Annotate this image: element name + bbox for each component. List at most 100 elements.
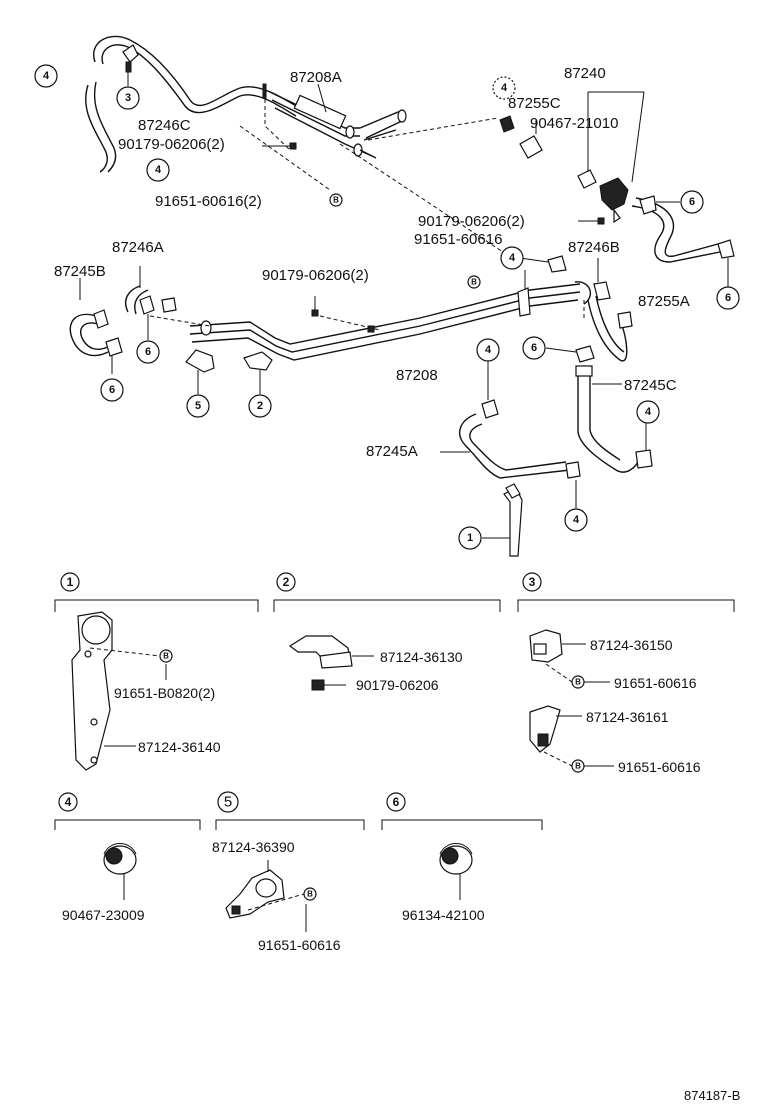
bolt-b-2: B [467, 275, 481, 289]
section-4-num: 4 [58, 792, 78, 812]
callout-6-a: 6 [680, 190, 704, 214]
callout-1-a-ring [458, 526, 482, 550]
section-3-num-ring [522, 572, 542, 592]
callout-2-a: 2 [248, 394, 272, 418]
callout-4-g: 4 [564, 508, 588, 532]
label-87255c: 87255C [508, 95, 561, 112]
bolt-b-4-text: B [575, 678, 581, 687]
callout-6-d-ring [100, 378, 124, 402]
section-3-num-text: 3 [529, 575, 536, 589]
section-2-num-text: 2 [283, 575, 290, 589]
s3-part-1: 87124-36150 [590, 637, 673, 653]
hose-87255c [499, 115, 543, 159]
bolt-b-5-ring [571, 759, 585, 773]
bolt-b-1-text: B [333, 196, 339, 205]
section-5-num: 5 [217, 791, 239, 813]
bolt-b-2-text: B [471, 278, 477, 287]
section-6-num: 6 [386, 792, 406, 812]
label-87208: 87208 [396, 367, 438, 384]
label-90179-06206-2-top: 90179-06206(2) [118, 136, 225, 153]
callout-2-a-text: 2 [257, 400, 263, 412]
s2-part-1: 87124-36130 [380, 649, 463, 665]
bolt-b-3-ring [159, 649, 173, 663]
clamp-5-mid [185, 349, 215, 373]
section5-clamp [225, 869, 285, 919]
bolt-b-5: B [571, 759, 585, 773]
label-87245c: 87245C [624, 377, 677, 394]
callout-6-e-ring [522, 336, 546, 360]
section3-bracket-a [529, 629, 563, 663]
callout-4-b: 4 [146, 158, 170, 182]
bolt-b-4-ring [571, 675, 585, 689]
section4-clamp [103, 843, 137, 900]
s1-part-1: 91651-B0820(2) [114, 685, 215, 701]
section-1-num-text: 1 [67, 575, 74, 589]
callout-6-a-ring [680, 190, 704, 214]
callout-3-a-ring [116, 86, 140, 110]
callout-5-a-text: 5 [195, 400, 201, 412]
bolt-b-6: B [303, 887, 317, 901]
hose-87246a [124, 285, 177, 315]
section-1-num-ring [60, 572, 80, 592]
section-5-num-ring [217, 791, 239, 813]
callout-4-e: 4 [476, 338, 500, 362]
section1-bracket [71, 611, 113, 771]
callout-6-b-text: 6 [725, 292, 731, 304]
bolt-b-1-ring [329, 193, 343, 207]
section-3-num: 3 [522, 572, 542, 592]
s3-part-2: 91651-60616 [614, 675, 697, 691]
section-4-num-ring [58, 792, 78, 812]
hose-87246b [587, 281, 633, 362]
s2-part-2: 90179-06206 [356, 677, 439, 693]
callout-4-f-text: 4 [645, 406, 652, 418]
section-1-num: 1 [60, 572, 80, 592]
bolt-b-1: B [329, 193, 343, 207]
diagram-id: 874187-B [684, 1088, 740, 1103]
s3-part-4: 91651-60616 [618, 759, 701, 775]
label-87245a: 87245A [366, 443, 418, 460]
callout-3-a-text: 3 [125, 92, 131, 104]
hose-87245b [69, 309, 123, 357]
callout-6-c-ring [136, 340, 160, 364]
callout-4-e-ring [476, 338, 500, 362]
hose-87245a [458, 399, 581, 479]
callout-4-a-ring [34, 64, 58, 88]
bolt-b-4: B [571, 675, 585, 689]
section3-bracket-b [529, 705, 561, 753]
hose-87246c [85, 84, 108, 173]
label-87246c: 87246C [138, 117, 191, 134]
callout-4-a-text: 4 [43, 70, 50, 82]
callout-1-a-text: 1 [467, 532, 473, 544]
label-87208a: 87208A [290, 69, 342, 86]
bolt-b-2-ring [467, 275, 481, 289]
callout-4-d-text: 4 [509, 252, 516, 264]
section-4-num-text: 4 [65, 795, 72, 809]
section-2-num: 2 [276, 572, 296, 592]
section-brackets [54, 599, 735, 830]
section-5-num-text: 5 [224, 794, 232, 811]
callout-4-a: 4 [34, 64, 58, 88]
callout-6-d-text: 6 [109, 384, 115, 396]
bolt-b-5-text: B [575, 762, 581, 771]
callout-6-c: 6 [136, 340, 160, 364]
s4-part-1: 90467-23009 [62, 907, 145, 923]
callout-4-b-ring [146, 158, 170, 182]
label-90467-21010: 90467-21010 [530, 115, 618, 132]
callout-6-e: 6 [522, 336, 546, 360]
label-87255a: 87255A [638, 293, 690, 310]
callout-5-a-ring [186, 394, 210, 418]
label-87246b: 87246B [568, 239, 620, 256]
bolt-b-6-text: B [307, 890, 313, 899]
hose-top-arc [93, 35, 301, 109]
callout-4-c-ring [492, 76, 516, 100]
callout-5-a: 5 [186, 394, 210, 418]
callout-4-c: 4 [492, 76, 516, 100]
section-6-num-text: 6 [393, 795, 400, 809]
callout-4-f: 4 [636, 400, 660, 424]
bolt-b-3: B [159, 649, 173, 663]
label-90179-06206-2-left: 90179-06206(2) [262, 267, 369, 284]
clamp-3-top [122, 44, 139, 73]
callout-4-d: 4 [500, 246, 524, 270]
label-87246a: 87246A [112, 239, 164, 256]
